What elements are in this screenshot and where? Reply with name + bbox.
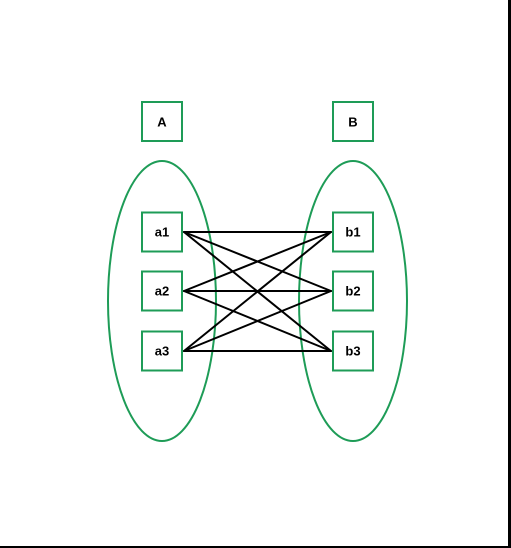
node-b1: b1	[332, 211, 374, 253]
set-a-oval	[107, 160, 217, 442]
node-a1-box	[141, 211, 183, 253]
node-a1-label: a1	[155, 225, 169, 240]
set-b-header-box	[332, 101, 374, 142]
node-b3: b3	[332, 330, 374, 372]
edges-group	[183, 231, 332, 352]
node-b3-box	[332, 330, 374, 372]
set-a-header-label: A	[157, 115, 167, 130]
node-b2-box	[332, 270, 374, 312]
node-a2-label: a2	[155, 284, 169, 299]
node-a3: a3	[141, 330, 183, 372]
node-a1: a1	[141, 211, 183, 253]
edge-a2-b1	[183, 231, 332, 292]
node-b2: b2	[332, 270, 374, 312]
node-b3-label: b3	[345, 344, 360, 359]
node-b1-box	[332, 211, 374, 253]
node-a2: a2	[141, 270, 183, 312]
node-a3-label: a3	[155, 344, 169, 359]
node-a3-box	[141, 330, 183, 372]
node-b2-label: b2	[345, 284, 360, 299]
set-b-header: B	[332, 101, 374, 142]
node-a2-box	[141, 270, 183, 312]
set-a-header: A	[141, 101, 183, 142]
set-b-oval	[298, 160, 408, 442]
node-b1-label: b1	[345, 225, 360, 240]
set-b-header-label: B	[348, 115, 357, 130]
edge-a3-b1	[183, 231, 332, 352]
edge-a3-b2	[183, 290, 332, 352]
set-a-header-box	[141, 101, 183, 142]
nodes-group: a1 a2 a3 b1 b2 b3	[141, 211, 374, 372]
